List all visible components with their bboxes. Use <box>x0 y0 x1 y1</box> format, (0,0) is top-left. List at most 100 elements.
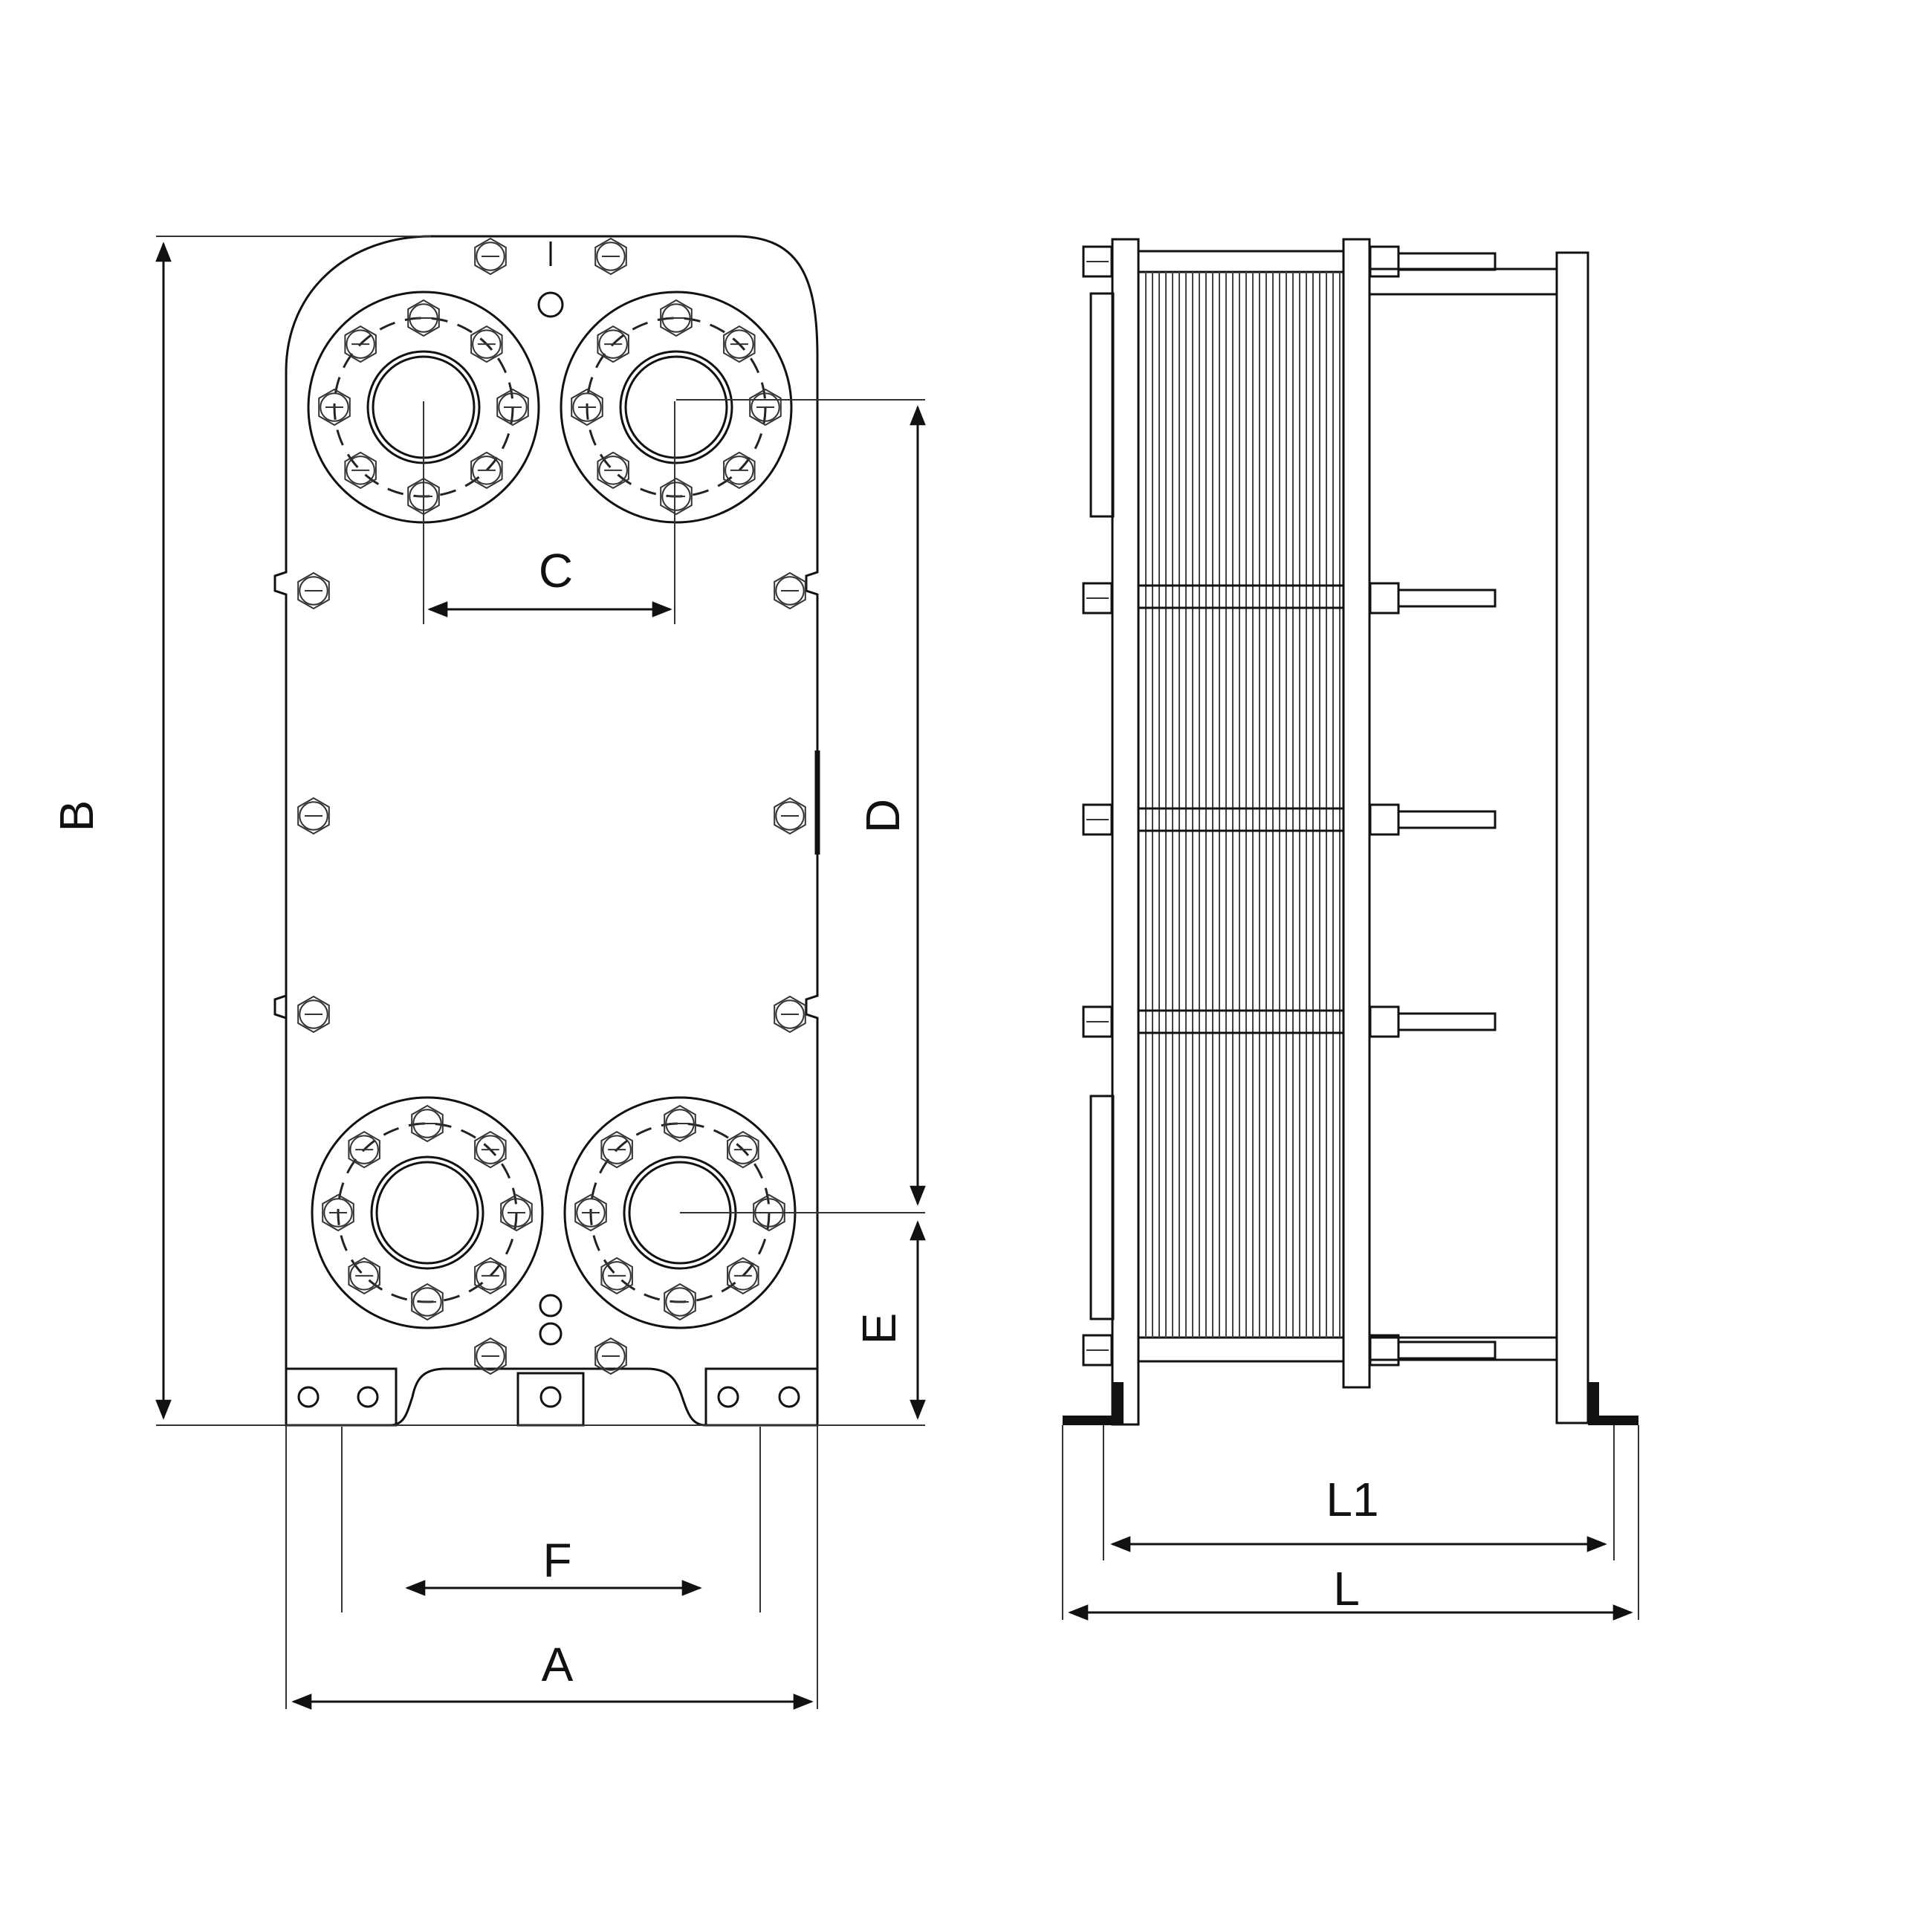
bolt-hex <box>660 299 693 337</box>
foot-hole <box>717 1386 739 1408</box>
bolt-icon <box>597 325 629 363</box>
bolt-washer <box>775 999 805 1029</box>
bolt-hex <box>597 325 629 363</box>
plate-separator <box>1137 807 1345 832</box>
foot-hole <box>297 1386 320 1408</box>
dim-label-c: C <box>539 544 573 597</box>
fixed-frame-plate <box>1111 238 1140 1426</box>
bolt-icon <box>344 325 377 363</box>
dim-label-a: A <box>542 1638 574 1691</box>
bolt-washer <box>596 242 626 271</box>
bolt-icon <box>594 1337 627 1375</box>
bolt-washer <box>412 1109 442 1138</box>
bolt-hex <box>723 451 756 490</box>
bolt-hex <box>474 237 507 276</box>
top-nut <box>537 291 564 318</box>
bolt-rod <box>1397 810 1497 829</box>
pressure-plate <box>1342 238 1371 1389</box>
bolt-washer <box>472 456 502 485</box>
bolt-icon <box>474 1257 507 1295</box>
bolt-washer <box>472 329 502 359</box>
bolt-hex <box>411 1283 444 1321</box>
bolt-icon <box>774 571 806 610</box>
bolt-hex <box>753 1193 785 1232</box>
bolt-hex <box>344 451 377 490</box>
bolt-icon <box>297 797 330 835</box>
bolt-hex <box>348 1257 380 1295</box>
bolt-washer <box>665 1109 695 1138</box>
bolt-washer <box>661 303 691 333</box>
bolt-icon <box>344 451 377 490</box>
carrying-bar <box>1137 250 1345 273</box>
side-view: L1 L <box>1062 238 1639 1621</box>
bolt-washer <box>346 329 375 359</box>
bolt-washer <box>728 1261 758 1291</box>
port-connection-top <box>1089 292 1115 518</box>
bolt-icon <box>411 1283 444 1321</box>
bolt-hex <box>594 237 627 276</box>
plate-separator <box>1137 1009 1345 1034</box>
bolt-washer <box>572 392 602 422</box>
bolt-icon <box>348 1130 380 1169</box>
bolt-icon <box>470 325 503 363</box>
bolt-icon <box>474 1130 507 1169</box>
bolt-icon <box>594 237 627 276</box>
nut-right <box>1369 803 1400 836</box>
frame-notch-left <box>273 994 287 1020</box>
nut-left <box>1082 582 1113 615</box>
bolt-hex <box>774 797 806 835</box>
bolt-washer <box>602 1135 632 1164</box>
bolt-hex <box>470 325 503 363</box>
bolt-hex <box>344 325 377 363</box>
left-foot <box>285 1367 398 1427</box>
bolt-washer <box>299 576 328 606</box>
bolt-hex <box>297 995 330 1034</box>
bolt-washer <box>665 1287 695 1317</box>
bolt-washer <box>724 329 754 359</box>
bottom-nut <box>539 1322 563 1346</box>
bolt-icon <box>297 571 330 610</box>
bolt-hex <box>474 1257 507 1295</box>
bolt-hex <box>723 325 756 363</box>
dim-label-l: L <box>1333 1562 1360 1615</box>
bolt-icon <box>664 1283 696 1321</box>
bolt-washer <box>346 456 375 485</box>
bolt-icon <box>664 1104 696 1143</box>
bolt-icon <box>723 325 756 363</box>
bolt-hex <box>297 797 330 835</box>
bolt-washer <box>498 392 528 422</box>
bolt-hex <box>600 1130 633 1169</box>
dim-label-e: E <box>852 1313 906 1345</box>
bolt-rod <box>1397 1341 1497 1360</box>
bolt-hex <box>474 1337 507 1375</box>
dim-label-b: B <box>50 800 103 832</box>
bolt-icon <box>723 451 756 490</box>
bolt-icon <box>660 299 693 337</box>
bolt-icon <box>407 299 440 337</box>
bolt-hex <box>571 388 603 427</box>
dim-label-d: D <box>856 799 910 833</box>
support-column <box>1555 251 1589 1424</box>
bolt-rod <box>1397 589 1497 608</box>
bolt-icon <box>318 388 351 427</box>
bolt-hex <box>474 1130 507 1169</box>
front-bolts <box>297 237 806 1375</box>
port-connection-bottom <box>1089 1095 1115 1320</box>
bolt-hex <box>594 1337 627 1375</box>
bolt-washer <box>476 1341 505 1371</box>
tightening-bolts <box>1082 245 1497 1367</box>
bolt-washer <box>502 1198 531 1228</box>
side-foot-left <box>1063 1382 1124 1425</box>
bolt-washer <box>775 801 805 831</box>
bolt-hex <box>664 1104 696 1143</box>
nut-left <box>1082 245 1113 278</box>
bolt-rod <box>1397 252 1497 271</box>
bolt-washer <box>724 456 754 485</box>
lug-hole <box>539 1386 562 1408</box>
bolt-hex <box>727 1130 759 1169</box>
bolt-washer <box>728 1135 758 1164</box>
bolt-icon <box>500 1193 533 1232</box>
center-lug <box>516 1372 585 1427</box>
bolt-hex <box>297 571 330 610</box>
bolt-washer <box>299 999 328 1029</box>
